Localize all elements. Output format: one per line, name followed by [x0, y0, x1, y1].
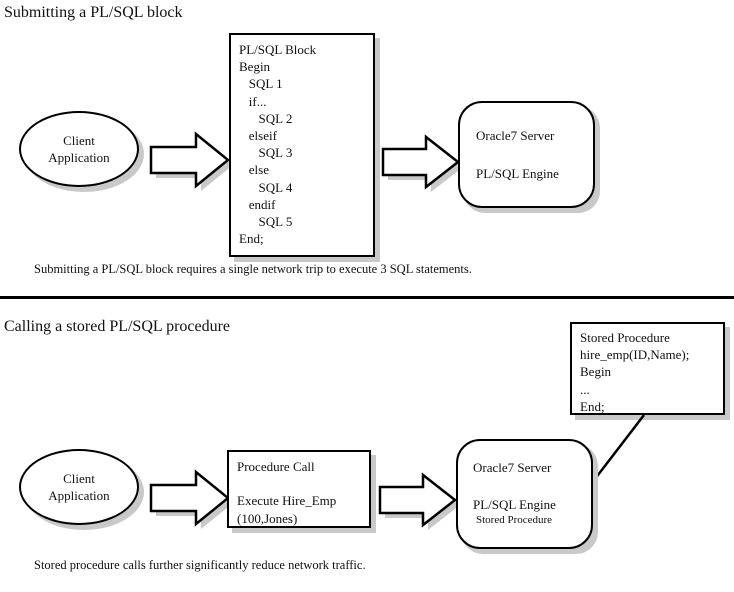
- procedure-call-box[interactable]: Procedure Call Execute Hire_Emp (100,Jon…: [227, 450, 371, 528]
- arrow-body: [378, 472, 458, 528]
- server-two-line2: PL/SQL Engine: [473, 497, 556, 512]
- oracle7-server-box-one[interactable]: Oracle7 Server PL/SQL Engine: [458, 101, 595, 208]
- client-application-label-two: Client Application: [48, 471, 110, 503]
- arrow-body: [381, 134, 461, 190]
- client-application-ellipse-one[interactable]: Client Application: [19, 111, 139, 187]
- plsql-block-box[interactable]: PL/SQL Block Begin SQL 1 if... SQL 2 els…: [229, 33, 375, 257]
- section-two-title: Calling a stored PL/SQL procedure: [4, 318, 231, 335]
- arrow-client-to-block: [146, 128, 234, 192]
- arrow-body: [149, 131, 230, 189]
- stored-procedure-code: Stored Procedure hire_emp(ID,Name); Begi…: [580, 330, 690, 414]
- server-one-line1: Oracle7 Server: [476, 128, 555, 143]
- client-application-ellipse-two[interactable]: Client Application: [19, 449, 139, 525]
- server-two-line1: Oracle7 Server: [473, 460, 552, 475]
- plsql-block-code: PL/SQL Block Begin SQL 1 if... SQL 2 els…: [239, 42, 317, 247]
- server-one-line2: PL/SQL Engine: [476, 166, 559, 181]
- section-one-title: Submitting a PL/SQL block: [4, 4, 183, 21]
- procedure-call-text: Procedure Call Execute Hire_Emp (100,Jon…: [237, 459, 337, 526]
- section-two-caption: Stored procedure calls further significa…: [34, 558, 366, 572]
- arrow-block-to-server: [380, 132, 464, 192]
- arrow-client-to-call: [146, 466, 234, 530]
- server-two-line3: Stored Procedure: [476, 514, 553, 526]
- section-one-caption: Submitting a PL/SQL block requires a sin…: [34, 262, 472, 276]
- section-divider: [0, 296, 734, 299]
- client-application-label-one: Client Application: [48, 133, 110, 165]
- stored-procedure-box[interactable]: Stored Procedure hire_emp(ID,Name); Begi…: [570, 322, 725, 415]
- arrow-body: [149, 469, 230, 527]
- oracle7-server-box-two[interactable]: Oracle7 Server PL/SQL Engine Stored Proc…: [456, 439, 593, 549]
- arrow-call-to-server: [377, 470, 461, 530]
